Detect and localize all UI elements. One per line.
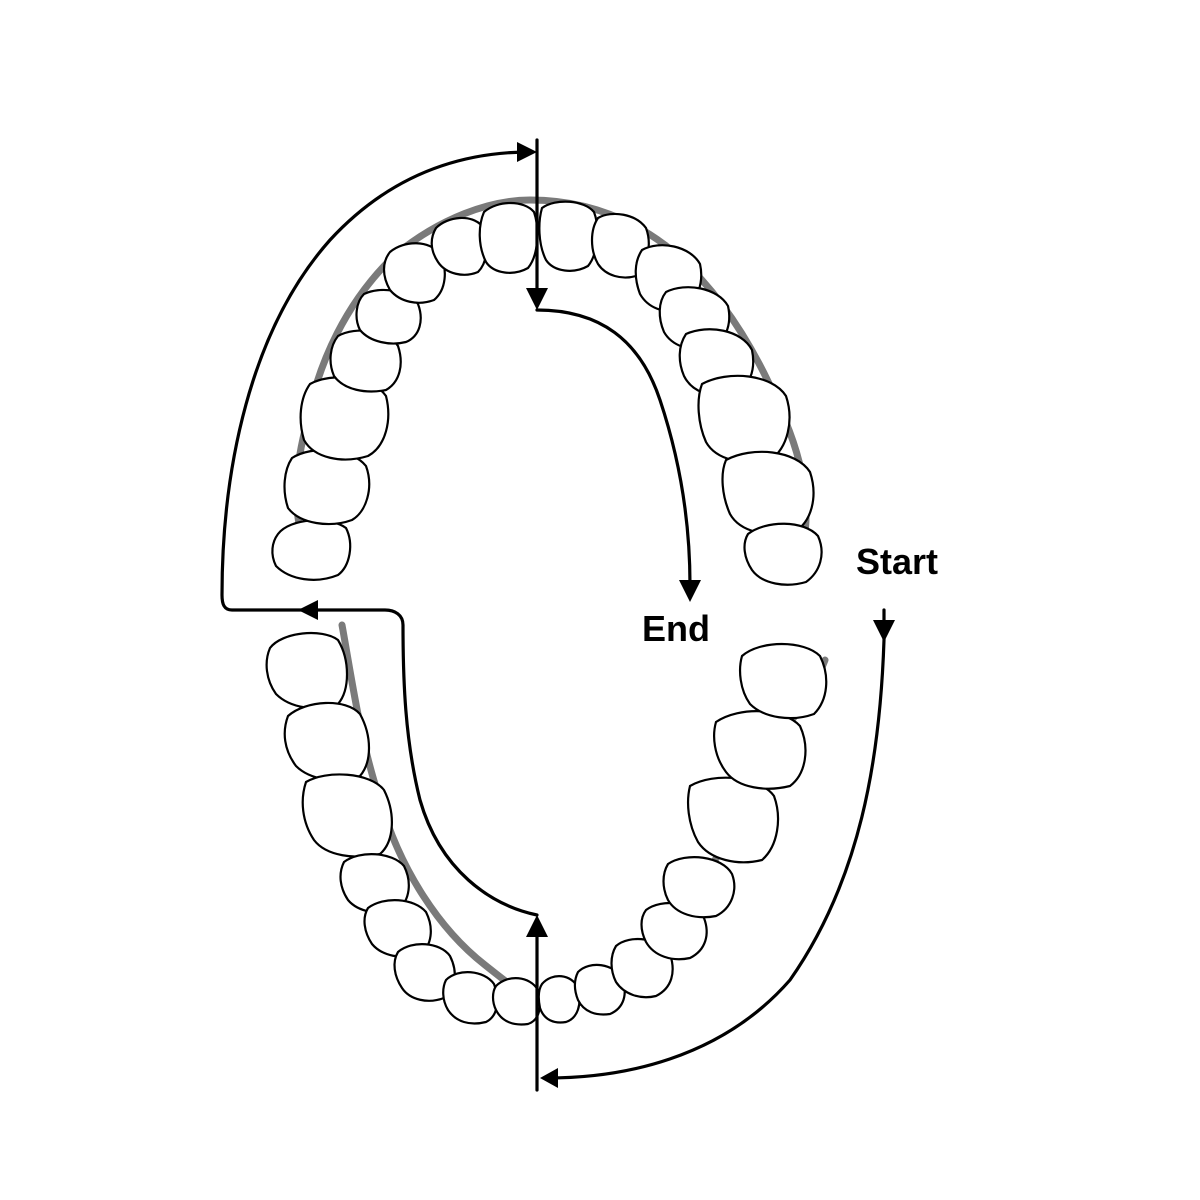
lower-tooth-3 xyxy=(301,773,393,858)
lower-tooth-8 xyxy=(491,977,541,1026)
upper-tooth-2 xyxy=(283,448,371,526)
lower-tooth-9 xyxy=(537,975,581,1024)
start-down-arrowhead xyxy=(873,620,895,642)
end-down-arrowhead xyxy=(679,580,701,602)
upper-midline-down-arrowhead xyxy=(526,288,548,310)
path-segment-upper-lingual-to-end xyxy=(535,308,692,587)
lower-midline-up-arrowhead xyxy=(526,915,548,937)
upper-tooth-9 xyxy=(538,200,599,272)
lower-tooth-1 xyxy=(265,632,348,710)
upper-tooth-1 xyxy=(271,519,352,581)
lower-arch xyxy=(265,621,829,1026)
left-joint-arrowhead xyxy=(298,600,318,620)
lower-tooth-7 xyxy=(442,971,499,1025)
lower-buccal-end-arrowhead xyxy=(540,1068,558,1088)
upper-buccal-arrowhead xyxy=(517,142,537,162)
upper-tooth-15 xyxy=(721,450,815,536)
path-segment-start-to-lower-midline xyxy=(546,608,886,1080)
path-segment-upper-buccal xyxy=(220,150,532,612)
upper-tooth-6 xyxy=(382,242,446,304)
upper-arch xyxy=(271,196,823,586)
upper-tooth-8 xyxy=(478,201,539,274)
end-label: End xyxy=(642,608,710,649)
lower-tooth-16 xyxy=(739,642,828,720)
lower-tooth-13 xyxy=(662,856,736,919)
upper-tooth-14 xyxy=(697,374,791,464)
start-label: Start xyxy=(856,541,939,582)
upper-tooth-16 xyxy=(743,522,823,586)
upper-tooth-7 xyxy=(430,216,488,276)
charting-path xyxy=(220,138,895,1092)
path-segment-lower-lingual xyxy=(303,608,539,917)
lower-tooth-2 xyxy=(283,701,370,782)
lower-tooth-14 xyxy=(687,776,780,864)
